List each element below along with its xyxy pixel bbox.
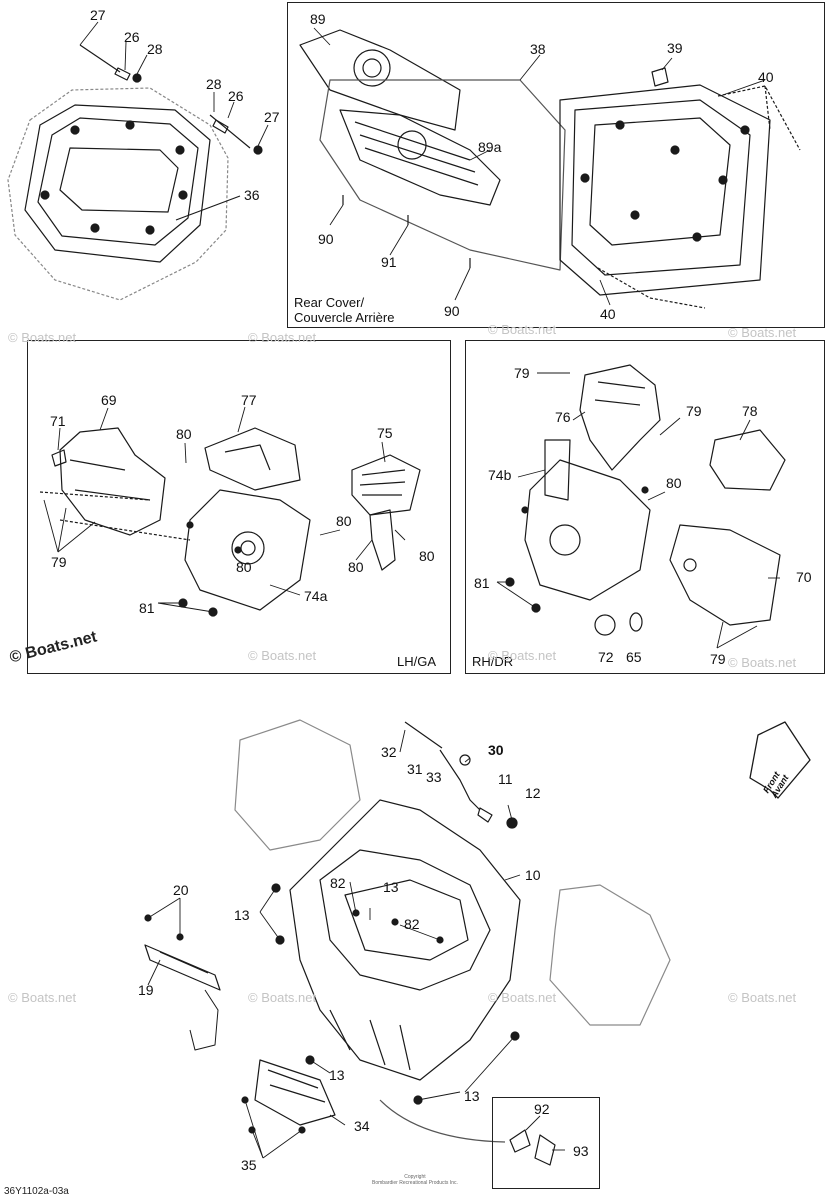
- callout-81: 81: [139, 600, 155, 616]
- callout-27: 27: [90, 7, 106, 23]
- callout-80: 80: [348, 559, 364, 575]
- callout-28: 28: [147, 41, 163, 57]
- callout-80: 80: [176, 426, 192, 442]
- callout-20: 20: [173, 882, 189, 898]
- callout-80: 80: [666, 475, 682, 491]
- rear-cover-panel: [287, 2, 825, 328]
- front-arrow-icon: [749, 721, 811, 799]
- callout-70: 70: [796, 569, 812, 585]
- callout-82: 82: [330, 875, 346, 891]
- callout-40: 40: [758, 69, 774, 85]
- callout-38: 38: [530, 41, 546, 57]
- callout-79: 79: [514, 365, 530, 381]
- callout-10: 10: [525, 867, 541, 883]
- callout-11: 11: [498, 771, 513, 787]
- callout-35: 35: [241, 1157, 257, 1173]
- callout-77: 77: [241, 392, 257, 408]
- leader-lines: [43, 21, 780, 1159]
- callout-89a: 89a: [478, 139, 502, 155]
- callout-80: 80: [236, 559, 252, 575]
- lh-panel: [27, 340, 451, 674]
- callout-12: 12: [525, 785, 541, 801]
- callout-91: 91: [381, 254, 397, 270]
- callout-19: 19: [138, 982, 154, 998]
- callout-76: 76: [555, 409, 571, 425]
- callout-13: 13: [329, 1067, 345, 1083]
- watermark: © Boats.net: [728, 655, 797, 670]
- callout-74a: 74a: [304, 588, 328, 604]
- callout-31: 31: [407, 761, 423, 777]
- callout-79: 79: [51, 554, 67, 570]
- watermark: © Boats.net: [248, 990, 317, 1005]
- watermark: © Boats.net: [728, 325, 797, 340]
- callout-79: 79: [686, 403, 702, 419]
- callout-81: 81: [474, 575, 490, 591]
- callout-78: 78: [742, 403, 758, 419]
- callout-71: 71: [50, 413, 66, 429]
- callout-82: 82: [404, 916, 420, 932]
- callout-36: 36: [244, 187, 260, 203]
- watermark: © Boats.net: [8, 990, 77, 1005]
- watermark: © Boats.net: [488, 322, 557, 337]
- diagram-reference: 36Y1102a-03a: [4, 1186, 69, 1197]
- callout-30: 30: [488, 742, 504, 758]
- watermark: © Boats.net: [248, 648, 317, 663]
- callout-13: 13: [234, 907, 250, 923]
- callout-33: 33: [426, 769, 442, 785]
- callout-39: 39: [667, 40, 683, 56]
- callout-13: 13: [383, 879, 399, 895]
- lh-caption: LH/GA: [397, 654, 437, 669]
- rh-caption: RH/DR: [472, 654, 514, 669]
- callout-34: 34: [354, 1118, 370, 1134]
- callout-28: 28: [206, 76, 222, 92]
- callout-80: 80: [336, 513, 352, 529]
- rh-panel: [465, 340, 825, 674]
- watermark: © Boats.net: [488, 990, 557, 1005]
- callout-32: 32: [381, 744, 397, 760]
- callout-92: 92: [534, 1101, 550, 1117]
- copyright-note: Copyright Bombardier Recreational Produc…: [372, 1174, 458, 1186]
- callout-40: 40: [600, 306, 616, 322]
- watermark: © Boats.net: [8, 330, 77, 345]
- lh-drawing: [39, 427, 421, 617]
- callout-90: 90: [318, 231, 334, 247]
- watermark: © Boats.net: [488, 648, 557, 663]
- detail-92-93-box: [492, 1097, 600, 1189]
- callout-69: 69: [101, 392, 117, 408]
- rear-cover-left-drawing: [7, 44, 263, 301]
- callout-72: 72: [598, 649, 614, 665]
- callout-74b: 74b: [488, 467, 512, 483]
- callout-75: 75: [377, 425, 393, 441]
- callout-93: 93: [573, 1143, 589, 1159]
- rear-cover-caption: Rear Cover/ Couvercle Arrière: [294, 295, 395, 325]
- callout-26: 26: [228, 88, 244, 104]
- rh-drawing: [505, 364, 786, 636]
- callout-90: 90: [444, 303, 460, 319]
- rear-cover-right-drawing: [299, 29, 801, 309]
- watermark: © Boats.net: [248, 330, 317, 345]
- callout-79: 79: [710, 651, 726, 667]
- callout-13: 13: [464, 1088, 480, 1104]
- watermark: © Boats.net: [728, 990, 797, 1005]
- callout-80: 80: [419, 548, 435, 564]
- callout-65: 65: [626, 649, 642, 665]
- callout-89: 89: [310, 11, 326, 27]
- callout-26: 26: [124, 29, 140, 45]
- callout-27: 27: [264, 109, 280, 125]
